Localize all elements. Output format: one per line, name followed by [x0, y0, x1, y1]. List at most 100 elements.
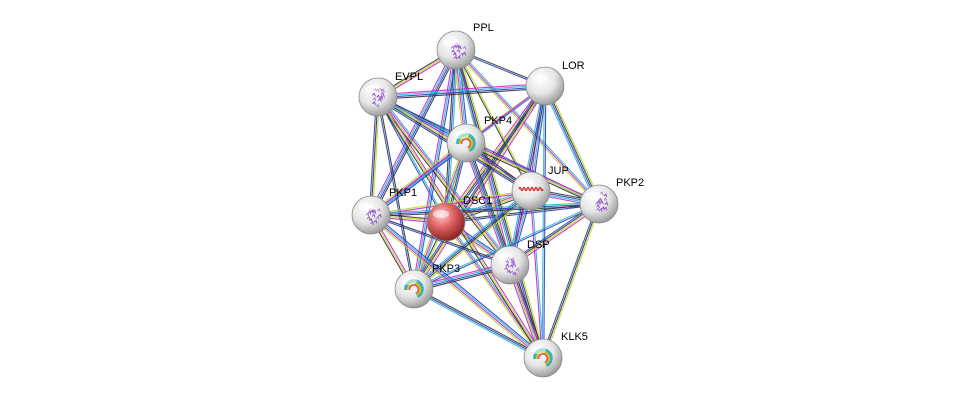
edge-evidence-line	[546, 84, 602, 204]
node-highlight	[401, 277, 417, 285]
edge-evidence-line	[543, 204, 602, 359]
node-jup[interactable]: JUP	[511, 165, 569, 211]
node-label: EVPL	[395, 71, 423, 83]
edge-evidence-line	[370, 203, 600, 216]
edge-dsc1-evpl[interactable]	[376, 96, 448, 223]
edge-evidence-line	[377, 84, 545, 97]
node-label: JUP	[548, 165, 569, 177]
edge-evidence-line	[456, 49, 545, 358]
node-lor[interactable]: LOR	[525, 60, 585, 106]
edge-evidence-line	[370, 96, 379, 216]
edge-evidence-line	[541, 85, 545, 358]
node-sphere	[436, 30, 476, 70]
edge-pkp3-klk5[interactable]	[412, 287, 545, 360]
protein-structure-icon	[533, 348, 553, 367]
protein-structure-icon	[450, 42, 467, 60]
node-sphere	[525, 66, 565, 106]
node-pkp2[interactable]: PKP2	[579, 177, 644, 224]
node-label: PKP1	[389, 187, 417, 199]
edge-evidence-line	[456, 48, 601, 204]
edge-evidence-line	[370, 215, 510, 267]
edge-evidence-line	[543, 86, 547, 359]
node-highlight	[443, 38, 459, 46]
edge-evidence-line	[454, 50, 531, 192]
node-sphere	[511, 171, 551, 211]
edge-evidence-line	[545, 85, 601, 204]
edge-evidence-line	[372, 144, 468, 218]
edge-evidence-line	[370, 189, 531, 215]
edge-evidence-line	[370, 141, 466, 215]
node-label: LOR	[562, 60, 585, 72]
edge-evidence-line	[372, 50, 459, 217]
node-label: PKP4	[484, 115, 512, 127]
node-highlight	[532, 74, 548, 82]
node-sphere	[426, 202, 466, 242]
node-dsp[interactable]: DSP	[490, 239, 550, 285]
node-pkp4[interactable]: PKP4	[446, 115, 512, 163]
edge-evidence-line	[376, 97, 446, 223]
edge-evidence-line	[412, 188, 530, 288]
edge-pkp1-klk5[interactable]	[369, 212, 545, 361]
node-dsc1[interactable]: DSC1	[426, 195, 492, 242]
node-label: DSP	[527, 239, 550, 251]
edge-evidence-line	[371, 50, 458, 216]
edge-lor-evpl[interactable]	[377, 83, 546, 100]
node-label: DSC1	[463, 195, 492, 207]
edge-evidence-line	[370, 215, 543, 360]
edge-evidence-line	[369, 216, 542, 361]
edge-evidence-line	[455, 49, 600, 205]
edge-ppl-pkp2[interactable]	[454, 48, 601, 206]
edge-evidence-line	[379, 95, 513, 264]
edge-ppl-pkp1[interactable]	[368, 48, 459, 217]
node-highlight	[530, 346, 546, 354]
node-sphere	[358, 77, 398, 117]
edge-evidence-line	[376, 97, 510, 266]
node-highlight	[433, 210, 449, 218]
edge-evidence-line	[415, 192, 533, 292]
node-sphere	[579, 184, 619, 224]
edge-lor-pkp2[interactable]	[542, 84, 602, 206]
protein-structure-icon	[365, 207, 382, 226]
edge-evidence-line	[378, 96, 512, 265]
edge-evidence-line	[368, 48, 455, 215]
edge-pkp2-pkp1[interactable]	[370, 201, 600, 218]
edge-evidence-line	[531, 190, 545, 358]
edge-evidence-line	[413, 288, 544, 359]
edge-evidence-line	[413, 202, 599, 289]
edge-evidence-line	[411, 84, 544, 288]
edge-jup-pkp3[interactable]	[412, 188, 533, 292]
edge-evpl-pkp1[interactable]	[368, 96, 381, 216]
protein-structure-icon	[518, 186, 544, 192]
edge-evidence-line	[378, 86, 546, 99]
edge-lor-klk5[interactable]	[541, 85, 547, 359]
node-highlight	[518, 179, 534, 187]
node-pkp1[interactable]: PKP1	[351, 187, 417, 235]
edge-evidence-line	[368, 96, 377, 215]
edge-evidence-line	[371, 143, 467, 217]
edge-evidence-line	[378, 87, 546, 100]
edge-evidence-line	[529, 191, 543, 359]
edge-jup-klk5[interactable]	[529, 190, 545, 359]
node-highlight	[453, 131, 469, 139]
edge-evidence-line	[457, 49, 546, 358]
node-evpl[interactable]: EVPL	[358, 71, 423, 117]
edge-evidence-line	[371, 205, 600, 218]
node-highlight	[358, 203, 374, 211]
node-ppl[interactable]: PPL	[436, 22, 494, 70]
edge-evidence-line	[454, 50, 599, 206]
edge-evidence-line	[543, 86, 599, 205]
edge-evidence-line	[369, 140, 465, 214]
edge-evidence-line	[540, 203, 599, 358]
protein-structure-icon	[595, 191, 609, 212]
node-sphere	[523, 338, 563, 378]
node-pkp3[interactable]: PKP3	[394, 263, 460, 309]
node-label: KLK5	[561, 331, 588, 343]
edge-pkp4-pkp1[interactable]	[369, 140, 468, 218]
edge-evidence-line	[412, 289, 543, 360]
edge-pkp2-klk5[interactable]	[540, 203, 602, 359]
node-klk5[interactable]: KLK5	[523, 331, 588, 378]
node-highlight	[365, 85, 381, 93]
edge-evidence-line	[372, 97, 381, 216]
